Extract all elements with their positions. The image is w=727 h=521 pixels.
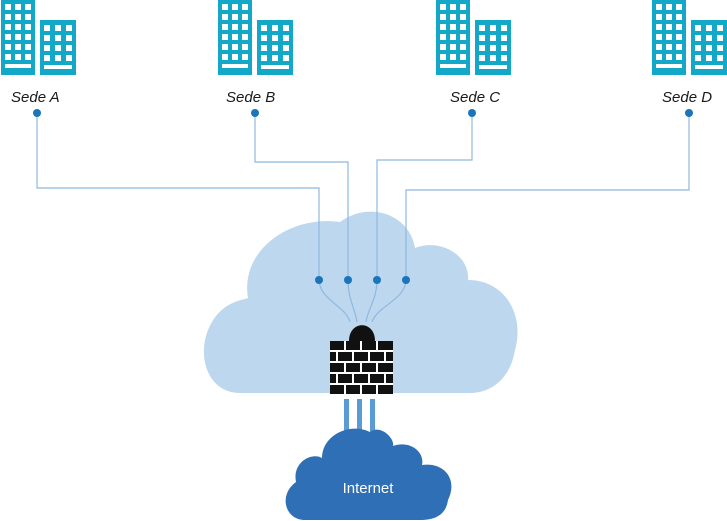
node-dot-c-cloud [373,276,381,284]
uplink-3 [370,398,375,434]
site-label-b: Sede B [226,89,275,106]
converge-line-a [318,278,351,323]
node-dot-b-top [251,109,259,117]
office-buildings-icon [436,0,511,75]
node-dot-b-cloud [344,276,352,284]
connection-line-a [36,113,320,279]
connection-line-d [405,113,690,279]
internet-cloud [285,428,452,520]
converge-line-d [371,278,407,323]
node-dot-d-top [685,109,693,117]
node-dot-c-top [468,109,476,117]
site-label-c: Sede C [450,89,500,106]
uplink-2 [357,398,362,434]
node-dot-d-cloud [402,276,410,284]
site-b: Sede B [218,0,293,106]
internet-label: Internet [343,480,395,497]
node-dot-a-top [33,109,41,117]
node-dot-a-cloud [315,276,323,284]
site-a: Sede A [1,0,76,106]
firewall-icon [330,325,393,399]
uplink-1 [344,398,349,434]
site-d: Sede D [652,0,727,106]
site-c: Sede C [436,0,511,106]
connection-line-b [254,113,349,279]
office-buildings-icon [652,0,727,75]
office-buildings-icon [1,0,76,75]
office-buildings-icon [218,0,293,75]
site-label-a: Sede A [11,89,60,106]
connection-line-c [376,113,473,279]
private-cloud [203,211,518,393]
site-label-d: Sede D [662,89,712,106]
